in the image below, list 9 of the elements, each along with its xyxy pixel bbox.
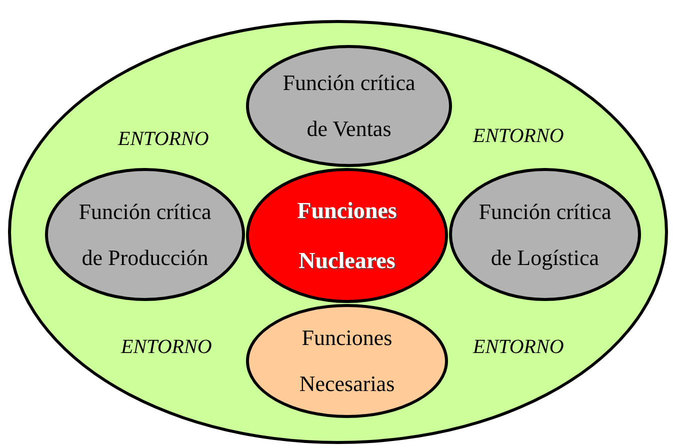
environment-label: ENTORNO — [473, 124, 564, 149]
core-label: Funciones Nucleares — [296, 196, 398, 274]
function-label: Función crítica de Logística — [478, 198, 612, 272]
environment-label: ENTORNO — [473, 335, 564, 360]
environment-label: ENTORNO — [118, 127, 209, 152]
environment-label: ENTORNO — [121, 335, 212, 360]
function-label: Función crítica de Producción — [78, 198, 212, 272]
function-label: Función crítica de Ventas — [282, 69, 416, 143]
function-label: Funciones Necesarias — [298, 324, 396, 398]
